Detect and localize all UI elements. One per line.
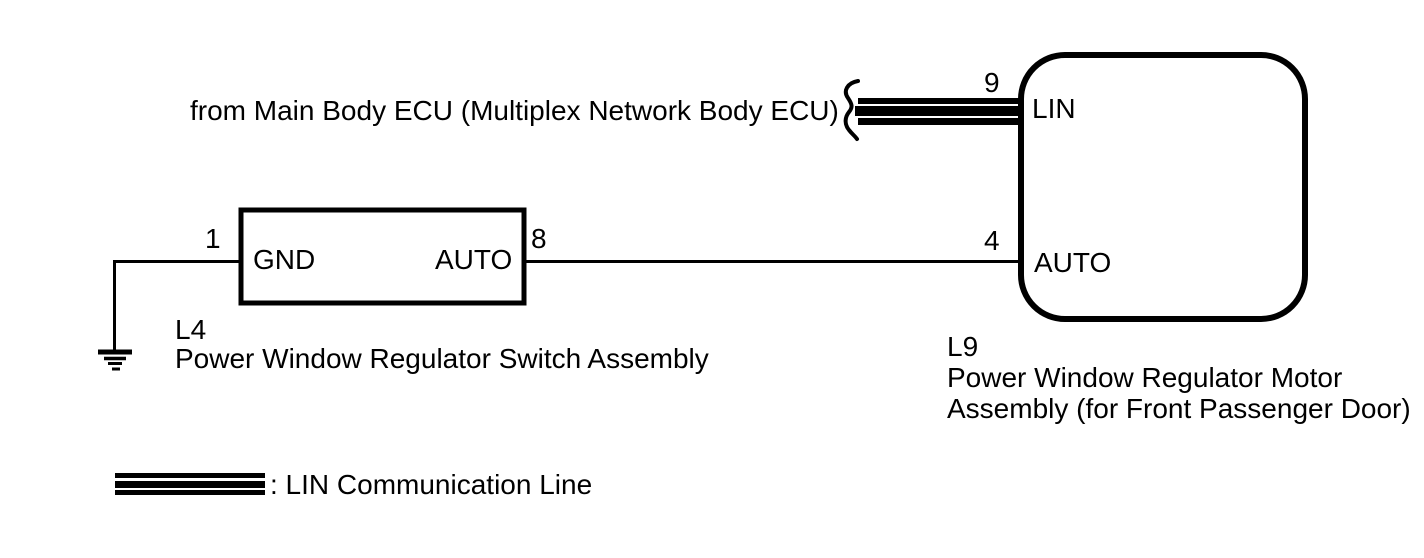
switch-pin-number-1: 1 — [205, 223, 221, 254]
switch-pin-auto-label: AUTO — [435, 244, 513, 275]
motor-assembly-box — [1018, 52, 1308, 322]
motor-pin-auto-label: AUTO — [1034, 247, 1112, 278]
motor-pin-number-9: 9 — [984, 67, 1000, 98]
motor-assembly-name-line2: Assembly (for Front Passenger Door) — [947, 393, 1411, 424]
switch-assembly-box — [238, 207, 527, 306]
motor-assembly-name-line1: Power Window Regulator Motor — [947, 362, 1343, 393]
motor-assembly-code: L9 — [947, 331, 979, 362]
wire-break-icon — [843, 79, 860, 141]
motor-pin-lin-label: LIN — [1032, 93, 1076, 124]
legend-label: : LIN Communication Line — [270, 469, 593, 500]
switch-assembly-code: L4 — [175, 314, 207, 345]
motor-pin-number-4: 4 — [984, 225, 1000, 256]
switch-pin-number-8: 8 — [531, 223, 547, 254]
ground-icon — [98, 349, 132, 371]
motor-assembly-caption: L9 Power Window Regulator Motor Assembly… — [947, 331, 1411, 424]
legend-line-sample — [115, 473, 265, 495]
switch-assembly-name: Power Window Regulator Switch Assembly — [175, 343, 709, 374]
switch-pin-gnd-label: GND — [253, 244, 316, 275]
switch-assembly-caption: L4 Power Window Regulator Switch Assembl… — [175, 315, 709, 373]
lin-wire — [855, 98, 1021, 125]
source-note-label: from Main Body ECU (Multiplex Network Bo… — [190, 95, 839, 126]
